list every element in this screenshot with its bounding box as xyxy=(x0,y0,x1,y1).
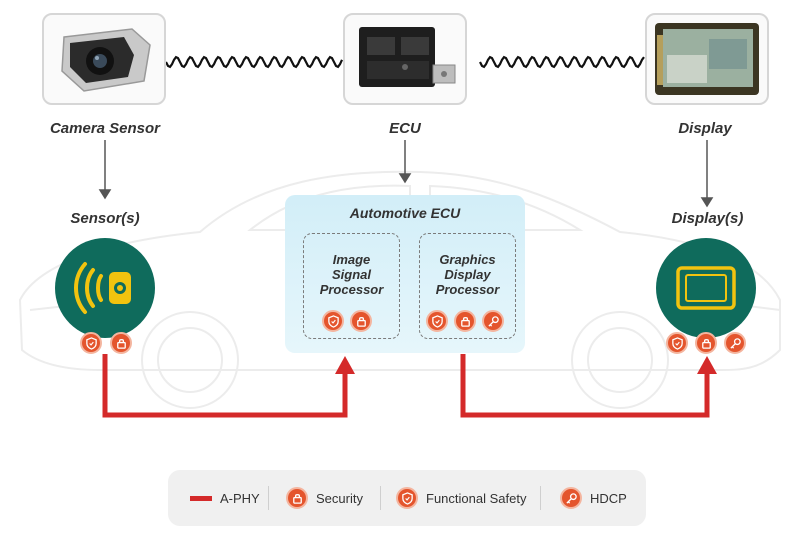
ecu-photo xyxy=(343,13,467,105)
isp-line2: Signal xyxy=(331,267,371,282)
legend: A-PHY Security Functional Safety HDCP xyxy=(168,470,646,526)
lock-icon xyxy=(701,338,711,349)
lock-icon xyxy=(460,316,470,327)
isp-line1: Image xyxy=(332,252,371,267)
isp-security-badge xyxy=(350,310,372,332)
display-photo xyxy=(645,13,769,105)
display-circle xyxy=(656,238,756,338)
legend-aphy-label: A-PHY xyxy=(220,490,260,506)
gdp-hdcp-badge xyxy=(482,310,504,332)
ecu-title: Automotive ECU xyxy=(349,205,461,221)
legend-functional-safety-label: Functional Safety xyxy=(426,490,527,506)
camera-sensor-photo xyxy=(42,13,166,105)
legend-functional-safety: Functional Safety xyxy=(396,470,526,526)
display-security-badge xyxy=(695,332,717,354)
isp-line3: Processor xyxy=(319,282,384,297)
display-hdcp-badge xyxy=(724,332,746,354)
legend-key-icon xyxy=(560,487,582,509)
sensor-circle xyxy=(55,238,155,338)
key-icon xyxy=(729,337,741,349)
legend-divider xyxy=(380,486,381,510)
isp-safety-badge xyxy=(322,310,344,332)
shield-icon xyxy=(671,336,683,350)
shield-icon xyxy=(85,336,97,350)
gdp-line1: Graphics xyxy=(439,252,496,267)
aphy-line-icon xyxy=(190,495,212,501)
gdp-safety-badge xyxy=(426,310,448,332)
displays-label: Display(s) xyxy=(671,210,744,227)
lock-icon xyxy=(356,316,366,327)
monitor-icon xyxy=(676,266,736,310)
sensor-security-badge xyxy=(110,332,132,354)
legend-aphy: A-PHY xyxy=(190,470,260,526)
cable-lines xyxy=(165,55,645,69)
gdp-line2: Display xyxy=(444,267,491,282)
legend-hdcp: HDCP xyxy=(560,470,627,526)
shield-icon xyxy=(327,314,339,328)
shield-icon xyxy=(431,314,443,328)
graphics-display-processor: Graphics Display Processor xyxy=(419,233,516,339)
lock-icon xyxy=(116,338,126,349)
image-signal-processor: Image Signal Processor xyxy=(303,233,400,339)
sensor-safety-badge xyxy=(80,332,102,354)
legend-security-label: Security xyxy=(316,490,363,506)
key-icon xyxy=(487,315,499,327)
display-safety-badge xyxy=(666,332,688,354)
legend-security: Security xyxy=(286,470,363,526)
legend-shield-icon xyxy=(396,487,418,509)
legend-hdcp-label: HDCP xyxy=(590,490,627,506)
wireless-camera-icon xyxy=(74,262,131,314)
gdp-security-badge xyxy=(454,310,476,332)
gdp-line3: Processor xyxy=(435,282,500,297)
display-label: Display xyxy=(678,120,732,137)
automotive-ecu-box: Automotive ECU Image Signal Processor Gr… xyxy=(285,195,525,353)
ecu-label: ECU xyxy=(389,120,421,137)
legend-divider xyxy=(540,486,541,510)
camera-sensor-label: Camera Sensor xyxy=(49,120,161,137)
legend-lock-icon xyxy=(286,487,308,509)
sensors-label: Sensor(s) xyxy=(70,210,140,227)
legend-divider xyxy=(268,486,269,510)
